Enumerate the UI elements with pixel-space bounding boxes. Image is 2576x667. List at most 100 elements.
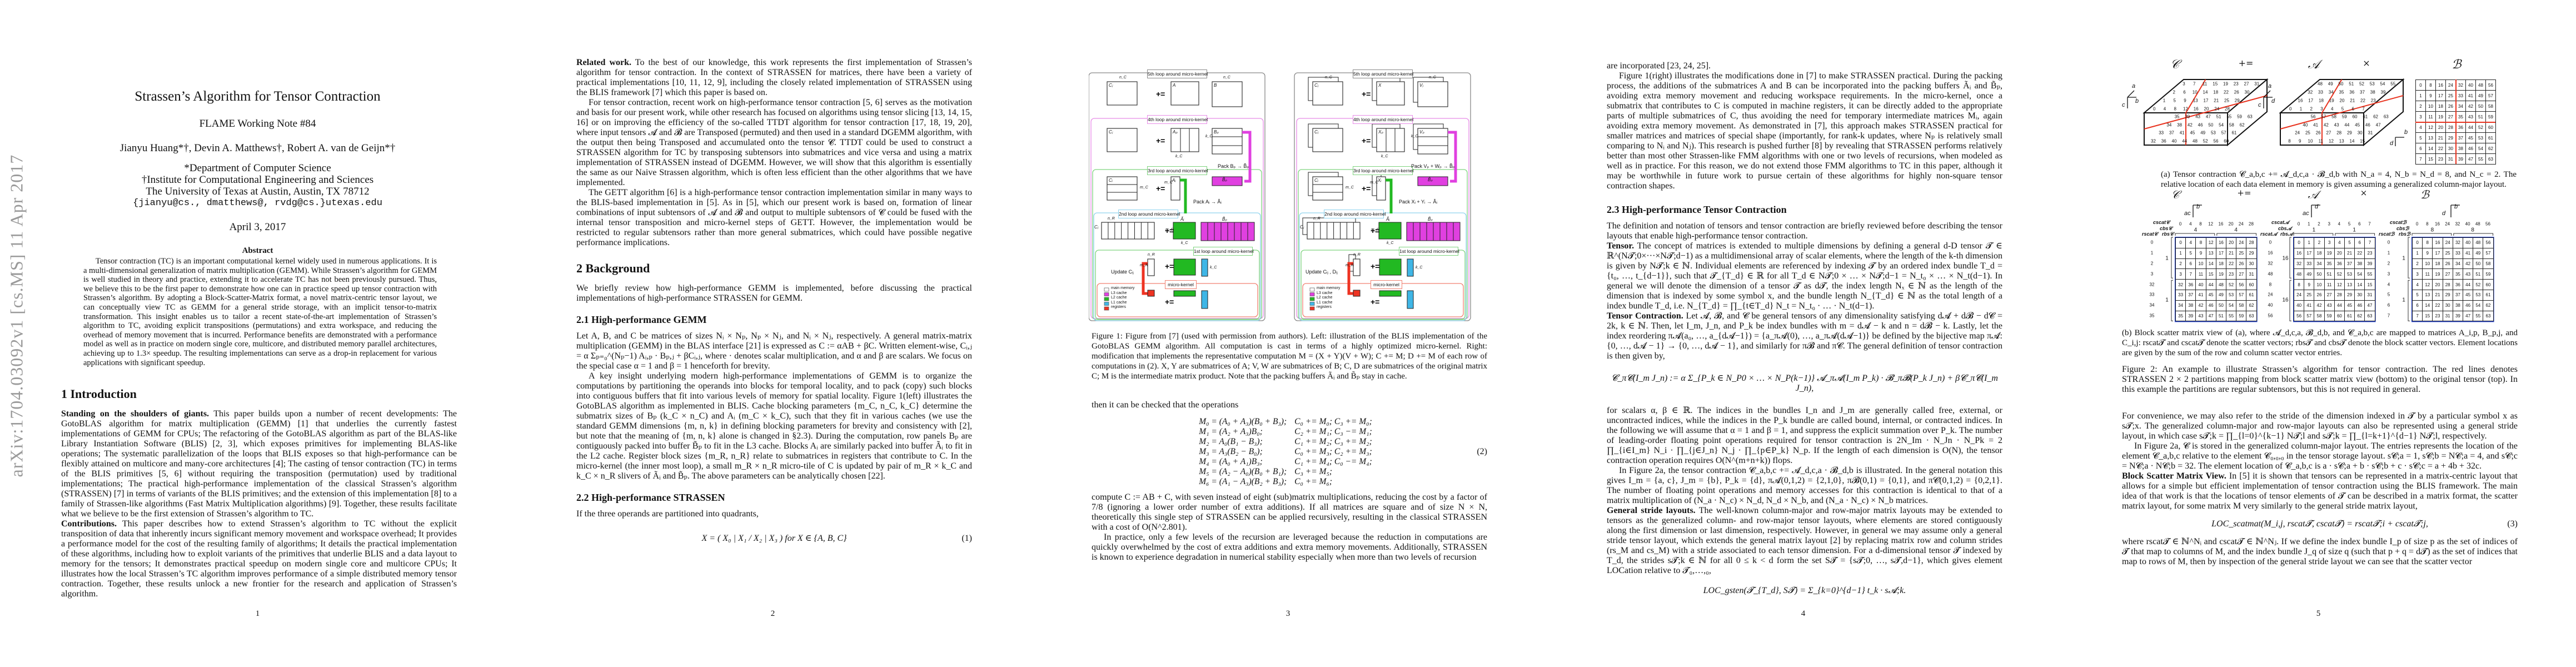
- matrix-c-cell: 53: [2226, 290, 2237, 301]
- dimension-label: n_C: [1325, 76, 1332, 79]
- tensor-element: 33: [2159, 130, 2164, 136]
- matrix-a-cell: 27: [2324, 290, 2335, 301]
- matrix-a-cell: 11: [2324, 279, 2335, 290]
- cscat-value: 20: [2228, 221, 2234, 227]
- equation-update: C₁ += M₄; C₀ −= M₄;: [1294, 457, 1372, 466]
- cscat-value: 4: [2338, 221, 2341, 227]
- plus-equals-operator: +=: [1156, 184, 1165, 193]
- cscat-value: 12: [2208, 221, 2214, 227]
- dimension-label: n_C: [1429, 76, 1436, 79]
- rscat-value: 3: [2150, 271, 2154, 277]
- rscat-value: 0: [2269, 240, 2272, 245]
- dimension-label: n_C: [1223, 76, 1230, 79]
- page-3-body: Figure 1: Figure from [7] (used with per…: [1092, 331, 1487, 563]
- matrix-b-cell: 40: [2463, 237, 2474, 248]
- matrix-c-cell: 40: [2195, 279, 2206, 290]
- matrix-a-cell: 38: [2354, 258, 2365, 270]
- tensor-element: 57: [2221, 130, 2226, 136]
- tensor-symbol: 𝒜: [2308, 58, 2320, 72]
- matrix-c-cell: 22: [2226, 258, 2237, 270]
- matrix-c-cell: 61: [2246, 290, 2257, 301]
- box-label: Ãᵢ: [1180, 217, 1184, 222]
- matrix-c-cell: 8: [2195, 237, 2206, 248]
- dimension-label: m_R: [1371, 228, 1379, 232]
- equation-number: (3): [2507, 519, 2518, 529]
- rscat-value: 5: [2387, 292, 2390, 297]
- rscat-value: 8: [2269, 282, 2272, 287]
- loop-label: 1st loop around micro-kernel: [1399, 247, 1459, 256]
- tensor-element: 63: [2383, 114, 2389, 120]
- matrix-c-cell: 1: [2175, 247, 2186, 259]
- rscat-value: 32: [2149, 282, 2155, 287]
- matrix-b-cell: 60: [2483, 279, 2494, 290]
- matrix-b-cell: 6: [2412, 300, 2423, 311]
- matrix-c-cell: 0: [2175, 237, 2186, 248]
- matrix-a-cell: 31: [2364, 290, 2375, 301]
- micro-tile-c: [1353, 258, 1361, 276]
- tensor-element: 9: [2184, 98, 2186, 103]
- legend-label: main memory: [1317, 286, 1341, 290]
- matrix-a-cell: 63: [2364, 310, 2375, 322]
- legend-label: registers: [1111, 305, 1126, 309]
- matrix-a-cell: 54: [2354, 268, 2365, 280]
- partition-line: [2185, 79, 2206, 113]
- paragraph-compute: compute C := AB + C, with seven instead …: [1092, 492, 1487, 532]
- plus-equals-operator: +=: [1156, 136, 1165, 145]
- tensor-element: 5: [2341, 106, 2344, 111]
- box-label: B̃ₚ: [1222, 177, 1227, 182]
- equation-update: C₀ += M₆;: [1294, 477, 1332, 486]
- matrix-c-cell: 14: [2205, 258, 2216, 270]
- box-label: B̃ₚ: [1428, 177, 1433, 182]
- matrix-c-cell: 26: [2236, 258, 2247, 270]
- tensor-element: 35: [2339, 89, 2344, 94]
- matrix-a-cell: 39: [2364, 258, 2375, 270]
- tensor-element: 25: [2224, 98, 2229, 103]
- box-label: B̃ₚ: [1428, 217, 1433, 222]
- matrix-b-cell: 25: [2442, 247, 2453, 259]
- matrix-b-cell: 36: [2452, 279, 2463, 290]
- matrix-b-cell: 23: [2432, 310, 2443, 322]
- matrix-symbol: 𝒞: [2171, 188, 2180, 201]
- tensor-element: 4: [2331, 106, 2334, 111]
- matrix-a-cell: 56: [2294, 310, 2305, 322]
- matrix-c-cell: 45: [2205, 290, 2216, 301]
- paragraph-text: This paper builds upon a number of recen…: [61, 409, 457, 519]
- loop-label: 5th loop around micro-kernel: [1147, 69, 1208, 78]
- matrix-b-cell: 10: [2422, 258, 2433, 270]
- tensor-element: 7: [2362, 106, 2365, 111]
- matrix-c-box: [1312, 128, 1343, 152]
- paragraph-quadrants: If the three operands are partitioned in…: [576, 509, 759, 519]
- rscat-value: 1: [2387, 250, 2390, 256]
- legend-label: L1 cache: [1111, 300, 1127, 305]
- matrix-b-cell: 33: [2452, 247, 2463, 259]
- paragraph-contributions: Contributions. This paper describes how …: [61, 519, 457, 599]
- axis-label: c: [2122, 102, 2125, 108]
- matrix-c-cell: 60: [2246, 279, 2257, 290]
- pack-a-label: Pack Aᵢ → Ãᵢ: [1193, 199, 1222, 205]
- legend-swatch: [1309, 306, 1315, 311]
- box-label: Bₚ: [1214, 130, 1219, 135]
- figure-1-graphic: +=+=+=+=+=+=+=+=+=+=+=+=: [1088, 72, 1471, 321]
- matrix-b-cell: 3: [2412, 268, 2423, 280]
- tensor-element: 45: [2190, 130, 2195, 136]
- tensor-element: 61: [2363, 114, 2368, 120]
- tensor-element: 17: [2203, 98, 2209, 103]
- matrix-a-cell: 16: [2294, 247, 2305, 259]
- axis-label: d: [2390, 140, 2394, 147]
- plus-equals-operator: +=: [1156, 89, 1165, 98]
- box-label: Cⱼ: [1314, 130, 1319, 135]
- tensor-element: 10: [2192, 89, 2198, 94]
- tensor-element: 26: [2234, 89, 2239, 94]
- cscat-value: 32: [2455, 221, 2460, 227]
- cbs-label: cbsℬ: [2396, 226, 2409, 231]
- tensor-element: 18: [2319, 98, 2324, 103]
- equation-row: M₀ = (A₀ + A₃)(B₀ + B₃);C₀ += M₀; C₃ += …: [1199, 417, 1379, 427]
- tensor-element: 42: [2323, 122, 2329, 128]
- matrix-b-cell: 22: [2432, 300, 2443, 311]
- equation-2-table: M₀ = (A₀ + A₃)(B₀ + B₃);C₀ += M₀; C₃ += …: [1199, 417, 1379, 487]
- box-label: Cⱼ: [1094, 225, 1099, 230]
- matrix-b-cell: 59: [2483, 268, 2494, 280]
- matrix-b-cell: 28: [2442, 279, 2453, 290]
- matrix-b-cell: 8: [2422, 237, 2433, 248]
- tensor-element: 17: [2308, 98, 2314, 103]
